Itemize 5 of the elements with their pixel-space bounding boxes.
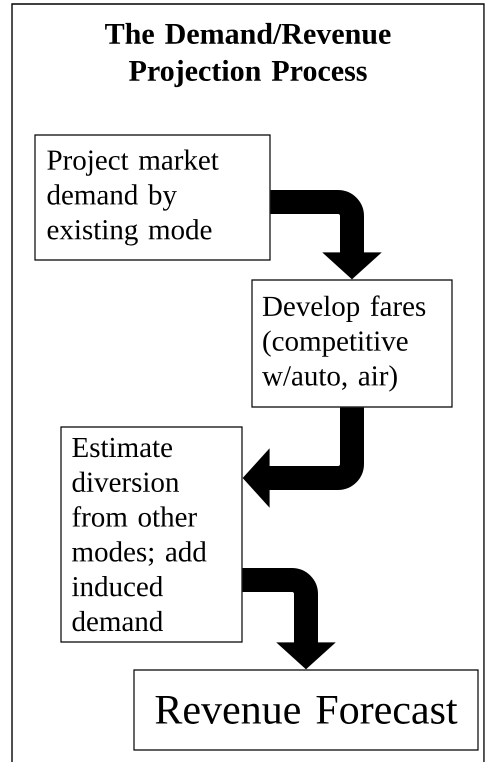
process-box: Revenue Forecast [133, 669, 479, 751]
process-box: Estimate diversion from other modes; add induced demand [60, 426, 243, 643]
title: The Demand/Revenue Projection Process [105, 22, 391, 88]
process-box: Develop fares (competitive w/auto, air) [251, 279, 453, 408]
process-box: Project market demand by existing mode [34, 134, 271, 261]
